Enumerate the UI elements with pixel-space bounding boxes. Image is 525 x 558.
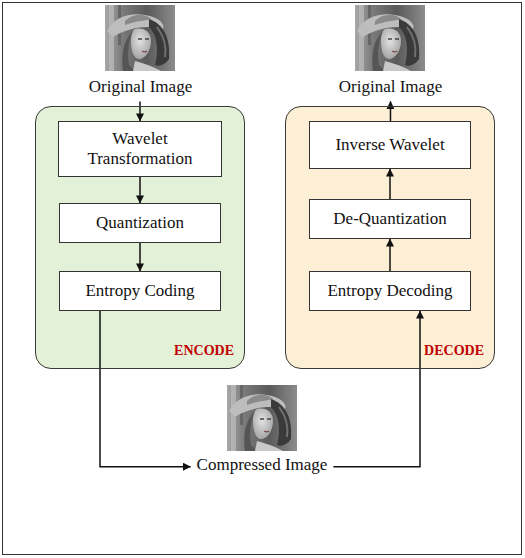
stage-label: ENCODE — [36, 343, 244, 360]
flow-arrow — [389, 239, 391, 271]
process-box: De-Quantization — [309, 199, 471, 239]
image-caption-node: Original Image — [84, 76, 197, 101]
flow-arrow — [333, 311, 420, 467]
process-label: De-Quantization — [333, 209, 446, 229]
process-box: Entropy Decoding — [309, 271, 471, 311]
process-box: Quantization — [59, 203, 221, 243]
process-label: Wavelet Transformation — [65, 129, 215, 169]
process-box: Entropy Coding — [59, 271, 221, 311]
flow-arrow — [389, 169, 391, 199]
image-caption-node: Compressed Image — [192, 454, 333, 479]
image-caption-node: Original Image — [334, 76, 447, 101]
image-caption: Compressed Image — [197, 455, 328, 475]
panel-fill — [285, 106, 495, 369]
process-box: Inverse Wavelet — [309, 121, 471, 169]
flow-arrow — [390, 101, 392, 121]
process-label: Quantization — [96, 213, 184, 233]
process-label: Inverse Wavelet — [335, 135, 444, 155]
image-caption: Original Image — [89, 77, 192, 97]
image-caption: Original Image — [339, 77, 442, 97]
stage-label: DECODE — [286, 343, 494, 360]
process-label: Entropy Decoding — [327, 281, 452, 301]
flow-arrow — [139, 177, 141, 203]
stage-panel: ENCODE Wavelet TransformationQuantization… — [35, 106, 245, 369]
flow-arrow — [139, 243, 141, 271]
original-image-picture — [355, 5, 425, 71]
original-image-picture — [105, 5, 175, 71]
flow-arrow — [139, 101, 141, 121]
process-box: Wavelet Transformation — [58, 121, 222, 177]
compressed-image-picture — [227, 385, 297, 451]
flow-arrow — [100, 311, 191, 467]
stage-panel: DECODE Inverse WaveletDe-QuantizationEntr… — [285, 106, 495, 369]
panel-fill — [35, 106, 245, 369]
process-label: Entropy Coding — [85, 281, 194, 301]
